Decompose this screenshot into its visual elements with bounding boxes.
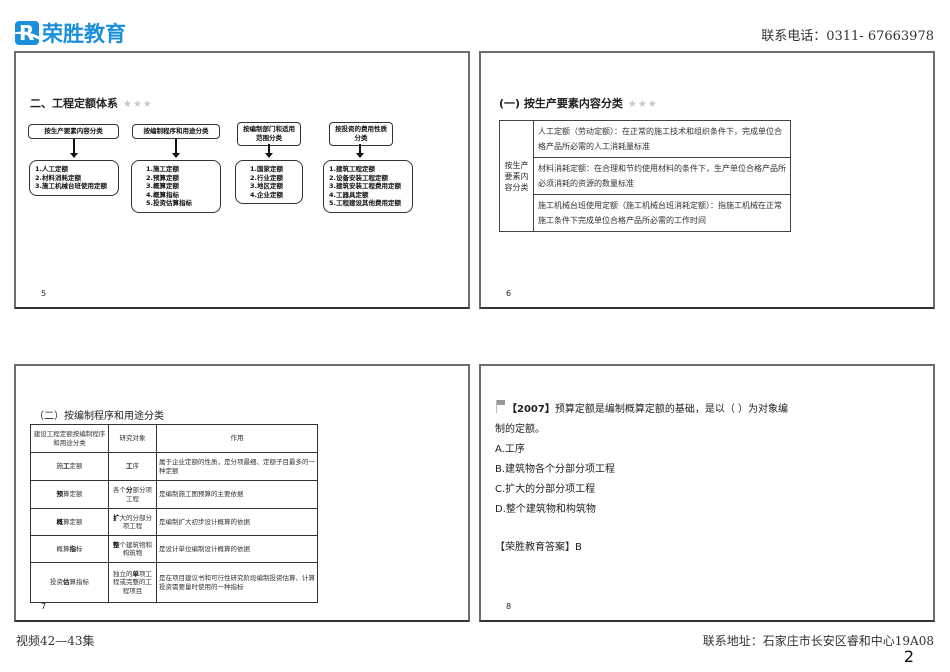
table-row: 投资估算指标 独立的单项工程或完整的工程项目 是在项目建议书和可行性研究阶段编制… [30,562,318,603]
slide-page-number: 8 [506,602,512,611]
option-c: C.扩大的分部分项工程 [495,484,596,495]
contact-address: 联系地址：石家庄市长安区睿和中心19A08 [702,634,934,648]
page-index: 2 [903,647,914,666]
video-episode-label: 视频42—43集 [16,634,95,648]
list-box-procedure: 1.施工定额 2.预算定额 3.概算定额 4.概算指标 5.投资估算指标 [131,160,221,213]
slide-title: （二）按编制程序和用途分类 [34,411,164,422]
definition-cell: 材料消耗定额：在合理和节约使用材料的条件下，生产单位合格产品所必须消耗的资源的数… [533,157,791,195]
answer: 【荣胜教育答案】B [495,542,582,553]
star-rating-icon: ★★★ [123,99,153,110]
question-stem: 【2007】预算定额是编制概算定额的基础，是以（ ）为对象编制的定额。 [495,400,795,440]
table-header-row: 建设工程定额按编制程序和用途分类 研究对象 作用 [30,424,318,453]
column-header: 研究对象 [108,424,157,453]
table-row: 施工机械台班使用定额（施工机械台班消耗定额）：指施工机械在正常施工条件下完成单位… [500,194,791,232]
arrow-down-icon [356,144,364,158]
contact-phone: 联系电话：0311- 67663978 [761,29,934,44]
logo-icon: R [15,21,39,45]
slide-title: 二、工程定额体系★★★ [30,97,153,110]
definition-cell: 施工机械台班使用定额（施工机械台班消耗定额）：指施工机械在正常施工条件下完成单位… [533,194,791,232]
table-row: 材料消耗定额：在合理和节约使用材料的条件下，生产单位合格产品所必须消耗的资源的数… [500,157,791,195]
arrow-down-icon [70,139,78,158]
column-header: 作用 [156,424,318,453]
category-cell: 按生产要素内容分类 [499,120,534,232]
category-box-procedure: 按编制程序和用途分类 [132,124,220,139]
slide-page-number: 5 [41,289,47,298]
slide-7: （二）按编制程序和用途分类 建设工程定额按编制程序和用途分类 研究对象 作用 施… [14,364,470,622]
list-box-production: 1.人工定额 2.材料消耗定额 3.施工机械台班使用定额 [29,160,119,196]
category-box-cost-nature: 按投资的费用性质分类 [329,122,393,146]
question-year: 【2007】 [507,404,555,415]
flag-icon [495,400,507,413]
slide-8: 【2007】预算定额是编制概算定额的基础，是以（ ）为对象编制的定额。 A.工序… [479,364,935,622]
slide-5: 二、工程定额体系★★★ 按生产要素内容分类 1.人工定额 2.材料消耗定额 3.… [14,51,470,309]
logo-text: 荣胜教育 [42,22,126,46]
option-d: D.整个建筑物和构筑物 [495,504,596,515]
column-header: 建设工程定额按编制程序和用途分类 [30,424,109,453]
arrow-down-icon [172,139,180,158]
definition-cell: 人工定额（劳动定额）：在正常的施工技术和组织条件下，完成单位合格产品所必需的人工… [533,120,791,158]
slide-6: (一) 按生产要素内容分类★★★ 按生产要素内容分类 人工定额（劳动定额）：在正… [479,51,935,309]
arrow-down-icon [265,144,273,158]
table-row: 预算定额 各个分部分项工程 是编制施工图预算的主要依据 [30,480,318,509]
star-rating-icon: ★★★ [627,99,658,110]
option-b: B.建筑物各个分部分项工程 [495,464,616,475]
slide-title: (一) 按生产要素内容分类★★★ [499,97,658,110]
question-block: 【2007】预算定额是编制概算定额的基础，是以（ ）为对象编制的定额。 A.工序… [495,400,795,558]
slide-page-number: 6 [506,289,512,298]
production-factor-table: 按生产要素内容分类 人工定额（劳动定额）：在正常的施工技术和组织条件下，完成单位… [499,120,791,232]
category-box-department: 按编制部门和适用范围分类 [237,122,301,146]
table-row: 概算定额 扩大的分部分项工程 是编制扩大初步设计概算的依据 [30,508,318,536]
logo: R 荣胜教育 [15,19,126,47]
slide-page-number: 7 [41,602,47,611]
option-a: A.工序 [495,444,525,455]
list-box-department: 1.国家定额 2.行业定额 3.地区定额 4.企业定额 [235,160,303,204]
category-box-production: 按生产要素内容分类 [28,124,119,139]
table-row: 按生产要素内容分类 人工定额（劳动定额）：在正常的施工技术和组织条件下，完成单位… [499,120,791,232]
table-row: 概算指标 整个建筑物和构筑物 是设计单位编制设计概算的依据 [30,535,318,563]
table-row: 施工定额 工序 属于企业定额的性质，是分项最细、定额子目最多的一种定额 [30,452,318,481]
procedure-use-table: 建设工程定额按编制程序和用途分类 研究对象 作用 施工定额 工序 属于企业定额的… [30,424,318,603]
list-box-cost-nature: 1.建筑工程定额 2.设备安装工程定额 3.建筑安装工程费用定额 4.工器具定额… [323,160,413,213]
